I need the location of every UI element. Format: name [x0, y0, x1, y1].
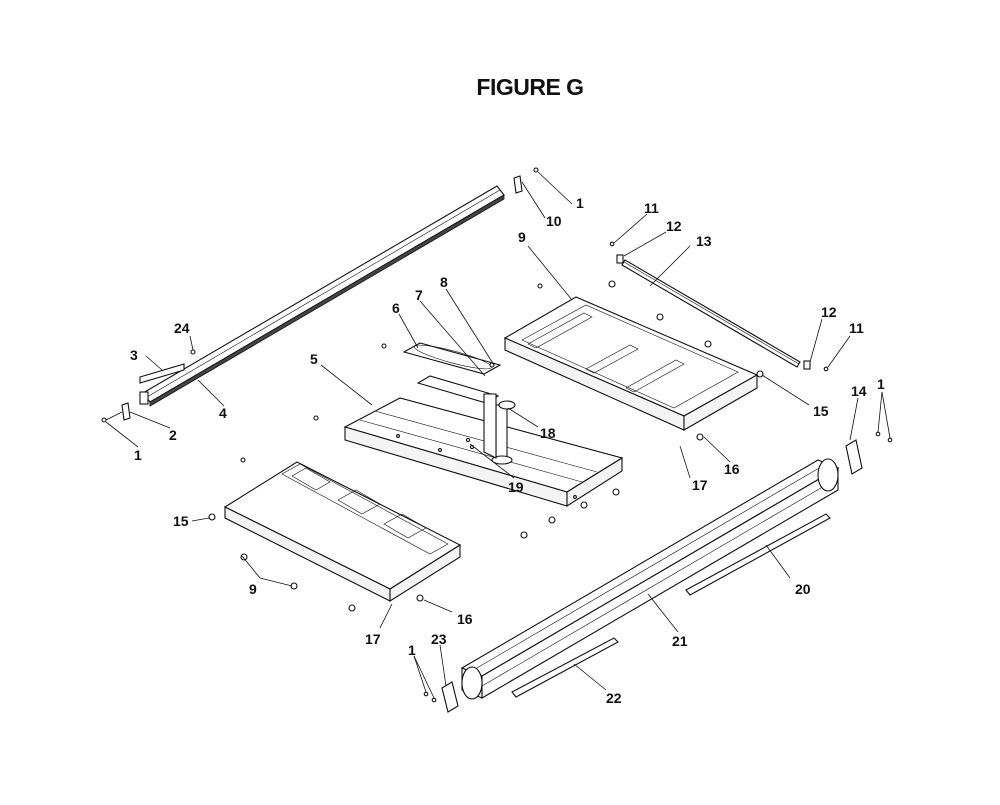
callout-5: 5 — [310, 351, 318, 367]
scale-strip-20 — [685, 513, 831, 596]
scale-strip-22 — [511, 637, 619, 698]
callout-1: 1 — [408, 642, 416, 658]
callout-17: 17 — [365, 631, 381, 647]
callout-12: 12 — [821, 304, 837, 320]
rear-rail-end-plate-right — [513, 175, 523, 194]
callout-17: 17 — [692, 477, 708, 493]
screw-11-top — [609, 241, 615, 247]
callout-9: 9 — [249, 581, 257, 597]
callout-14: 14 — [851, 383, 867, 399]
callout-12: 12 — [666, 218, 682, 234]
figure-title: FIGURE G — [476, 74, 584, 100]
screw-1-rear-right — [533, 167, 539, 173]
support-post-18 — [483, 393, 516, 465]
callout-1: 1 — [877, 376, 885, 392]
callout-8: 8 — [440, 274, 448, 290]
callout-24: 24 — [174, 320, 190, 336]
callout-7: 7 — [415, 287, 423, 303]
rear-rail-end-cap — [139, 391, 149, 405]
bolts — [208, 280, 764, 612]
tube-end-12-bottom — [803, 360, 811, 370]
callout-16: 16 — [724, 461, 740, 477]
callout-10: 10 — [546, 213, 562, 229]
decal-24 — [190, 349, 196, 355]
end-bracket-14 — [845, 439, 863, 475]
callout-6: 6 — [392, 300, 400, 316]
label-3 — [139, 363, 185, 384]
front-rail — [460, 458, 840, 700]
callout-20: 20 — [795, 581, 811, 597]
callout-13: 13 — [696, 233, 712, 249]
end-bracket-23 — [441, 681, 459, 713]
callout-18: 18 — [540, 425, 556, 441]
callout-22: 22 — [606, 690, 622, 706]
callout-19: 19 — [508, 479, 524, 495]
callout-11: 11 — [849, 320, 864, 336]
callout-1: 1 — [576, 195, 584, 211]
callout-4: 4 — [219, 405, 227, 421]
callout-1: 1 — [134, 447, 142, 463]
tube-13 — [609, 241, 829, 372]
rear-rail-end-plate-left — [121, 402, 131, 421]
callout-16: 16 — [457, 611, 473, 627]
extension-table-right — [503, 296, 759, 431]
callout-23: 23 — [431, 631, 447, 647]
rear-rail — [139, 185, 505, 407]
callout-11: 11 — [644, 200, 659, 216]
table-insert-6 — [402, 342, 502, 404]
screw-11-bottom — [823, 366, 829, 372]
callout-3: 3 — [130, 347, 138, 363]
extension-table-left — [223, 461, 462, 602]
leader-lines — [105, 171, 891, 699]
screw-1-rear-left — [101, 417, 107, 423]
tube-end-12-top — [616, 254, 624, 264]
callout-15: 15 — [813, 403, 829, 419]
callout-2: 2 — [169, 427, 177, 443]
screw-19-a — [465, 437, 471, 443]
callout-15: 15 — [173, 513, 189, 529]
callout-9: 9 — [518, 229, 526, 245]
callout-labels: 1 10 11 12 13 9 8 7 6 24 5 3 4 2 1 12 11… — [130, 195, 885, 706]
callout-21: 21 — [672, 633, 688, 649]
